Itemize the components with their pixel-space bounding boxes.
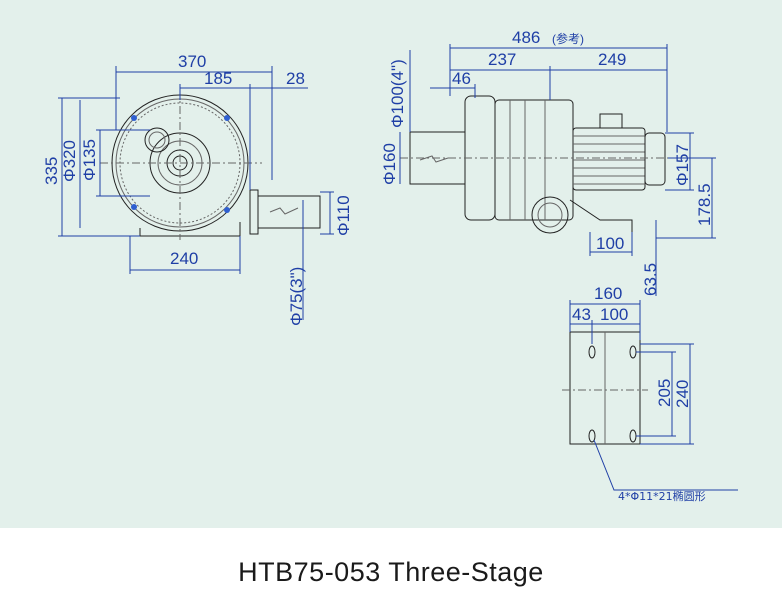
dim-240-base: 240	[170, 249, 198, 268]
dim-370: 370	[178, 52, 206, 71]
bolt-marker	[224, 207, 230, 213]
dim-28: 28	[286, 69, 305, 88]
dim-100: 100	[596, 234, 624, 253]
dim-178-5: 178.5	[695, 183, 714, 226]
dim-dia-320: Φ320	[60, 140, 79, 182]
mount-hole	[629, 345, 637, 359]
dim-dia-100: Φ100(4")	[388, 59, 407, 128]
front-view: 370 185 28 335 Φ320 Φ135 240 Φ110 Φ	[42, 52, 353, 326]
outlet-circle	[531, 196, 569, 234]
dim-486: 486	[512, 28, 540, 47]
motor-body	[572, 127, 646, 191]
outlet-flange	[249, 189, 259, 235]
dim-237: 237	[488, 50, 516, 69]
bolt-marker	[131, 115, 137, 121]
dim-249: 249	[598, 50, 626, 69]
mount-hole	[588, 429, 596, 443]
hole-note: 4*Φ11*21椭圆形	[618, 489, 706, 503]
technical-drawing: 370 185 28 335 Φ320 Φ135 240 Φ110 Φ	[42, 28, 738, 503]
side-view: 486 (参考) 237 249 46 Φ100(4") Φ160 Φ157 1…	[380, 28, 716, 296]
mount-hole	[629, 429, 637, 443]
terminal-box	[599, 113, 623, 129]
dim-dia-75: Φ75(3")	[287, 267, 306, 326]
dim-486-ref: (参考)	[552, 31, 584, 46]
drawing-panel: 370 185 28 335 Φ320 Φ135 240 Φ110 Φ	[0, 0, 782, 528]
dim-100-base: 100	[600, 305, 628, 324]
dim-dia-160: Φ160	[380, 143, 399, 185]
dim-205: 205	[655, 379, 674, 407]
dim-dia-110: Φ110	[334, 195, 353, 236]
dim-185: 185	[204, 69, 232, 88]
dim-335: 335	[42, 157, 61, 185]
dim-46: 46	[452, 69, 471, 88]
dim-43: 43	[572, 305, 591, 324]
dim-240: 240	[673, 380, 692, 408]
dim-dia-157: Φ157	[673, 144, 692, 186]
mount-hole	[588, 345, 596, 359]
bolt-marker	[224, 115, 230, 121]
dim-dia-135: Φ135	[80, 139, 99, 181]
bolt-marker	[131, 204, 137, 210]
dim-63-5: 63.5	[641, 263, 660, 296]
dim-160: 160	[594, 284, 622, 303]
base-view: 160 43 100 205 240 4*Φ11*21椭圆形	[562, 284, 738, 503]
model-caption: HTB75-053 Three-Stage	[238, 557, 544, 587]
